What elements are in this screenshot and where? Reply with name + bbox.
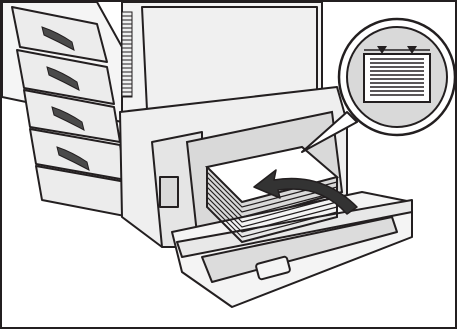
vent-grille [122, 12, 132, 97]
paper-limit-mark-icon [364, 46, 430, 102]
